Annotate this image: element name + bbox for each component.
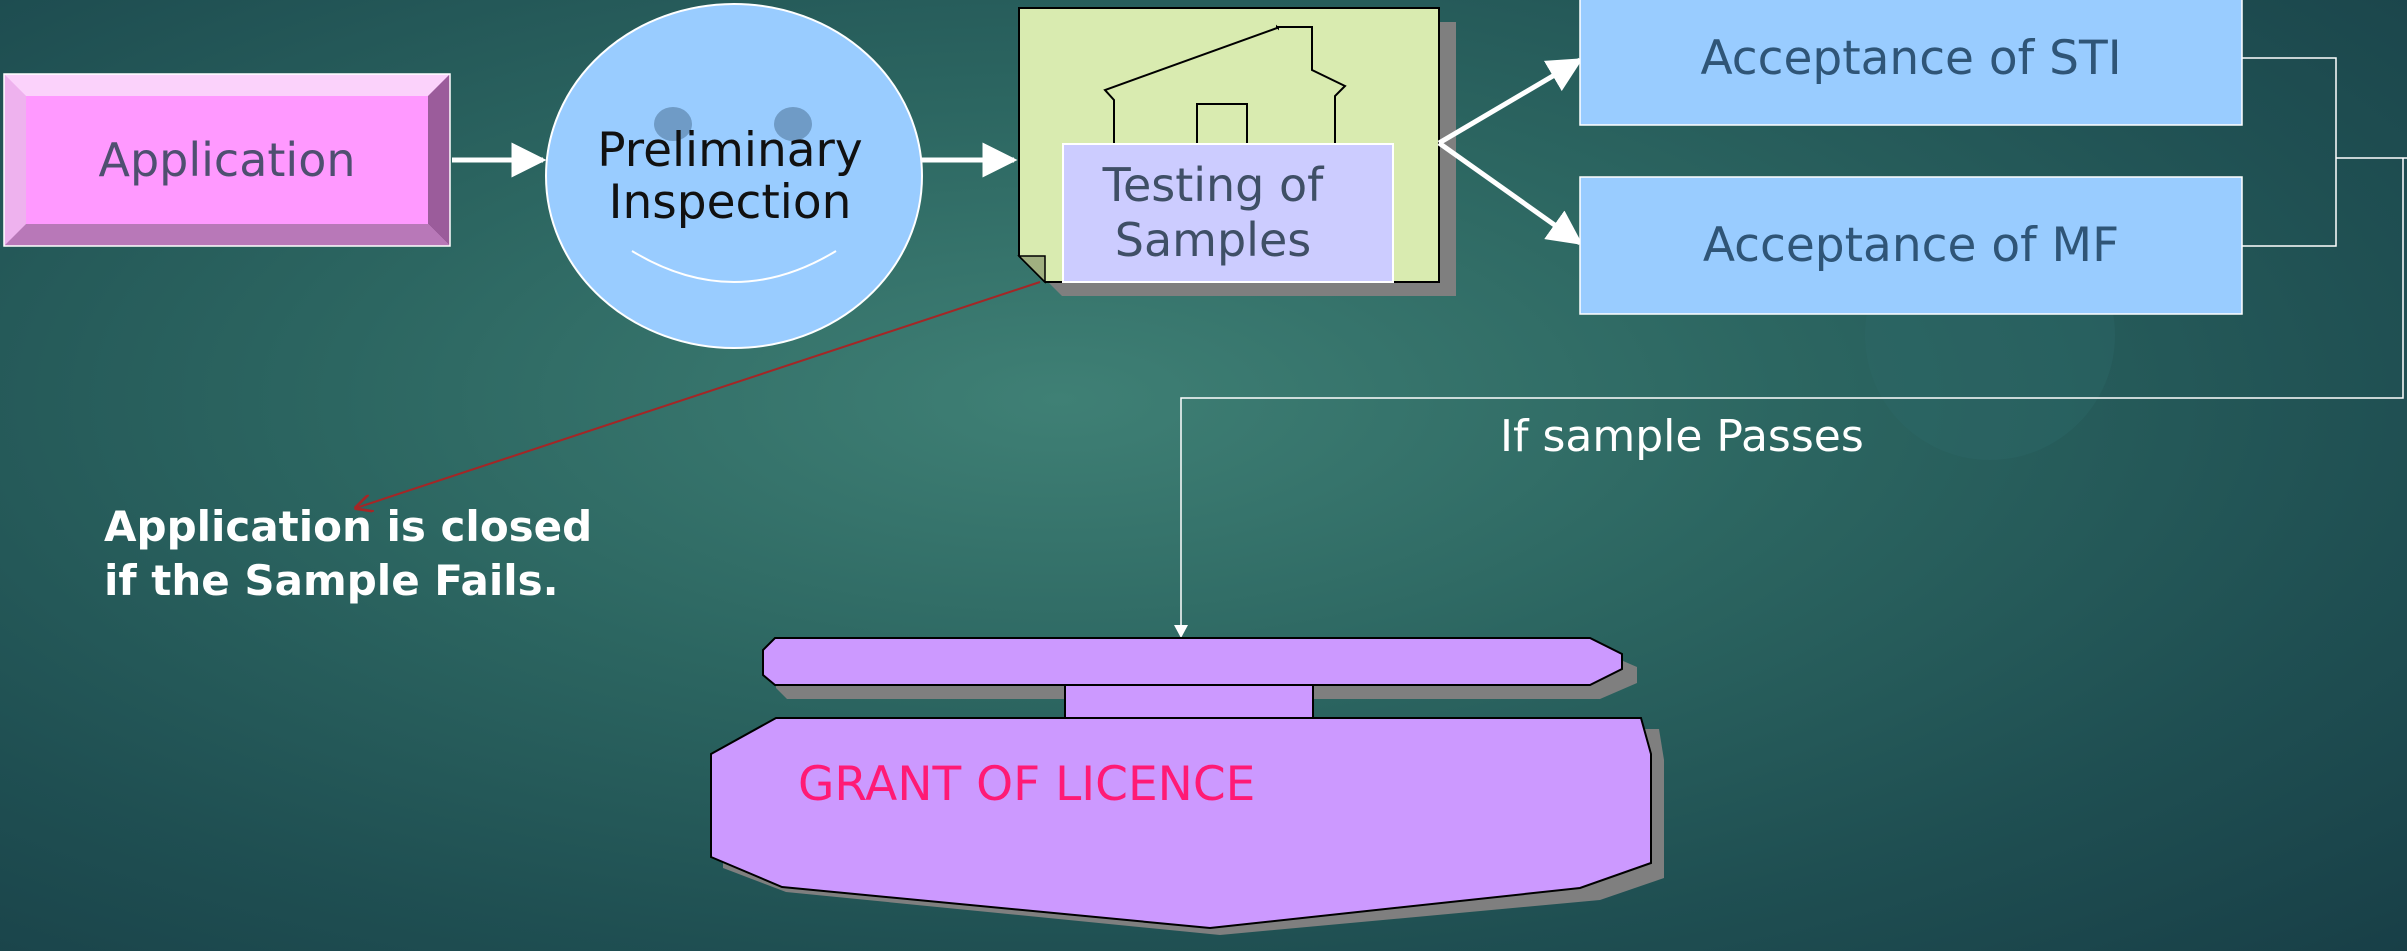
arrow-testing-to-mf (1437, 140, 1583, 246)
arrowhead-to-grant (1174, 625, 1188, 638)
arrow-sample-fails (356, 281, 1041, 508)
preliminary-inspection-smiley (545, 3, 923, 349)
acceptance-sti-label: Acceptance of STI (1700, 31, 2122, 87)
grant-of-licence-shape (710, 637, 1664, 935)
acceptance-sti-box (1579, 0, 2243, 126)
connector-to-grant (1180, 57, 2407, 636)
application-box (3, 73, 451, 247)
application-label: Application (98, 132, 356, 187)
sample-fails-note: Application is closed if the Sample Fail… (104, 502, 593, 605)
acceptance-mf-label: Acceptance of MF (1702, 217, 2120, 273)
arrow-testing-to-sti (1437, 57, 1584, 146)
house-icon (1103, 24, 1347, 240)
grant-of-licence-label: GRANT OF LICENCE (798, 757, 1256, 813)
acceptance-mf-box (1579, 176, 2243, 315)
testing-of-samples-box (1062, 143, 1394, 283)
preliminary-inspection-label: Preliminary Inspection (597, 123, 863, 230)
testing-of-samples-label: Testing of Samples (1102, 157, 1324, 267)
if-sample-passes-label: If sample Passes (1500, 410, 1864, 462)
